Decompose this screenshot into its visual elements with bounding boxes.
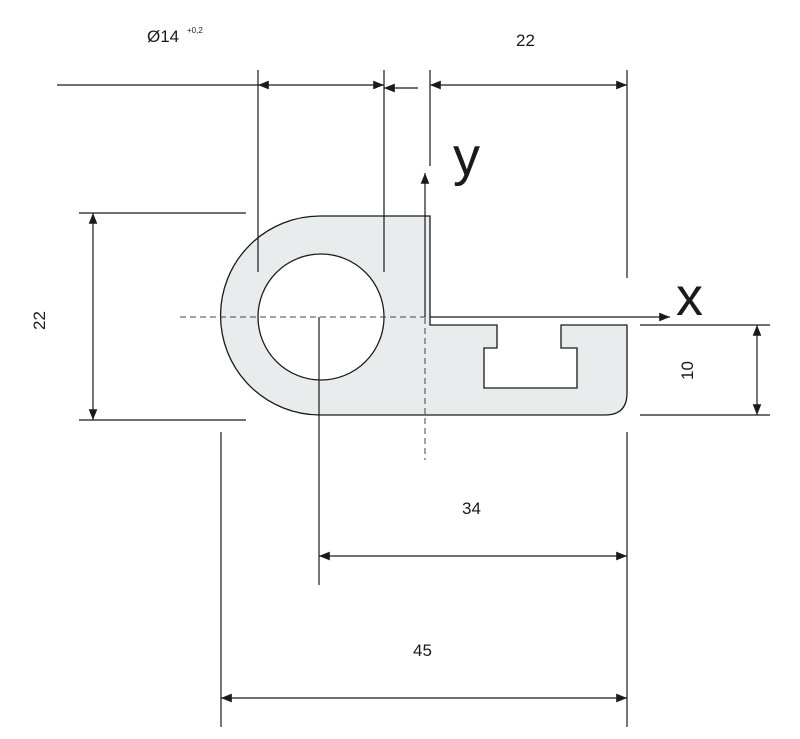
- y-axis-label: y: [453, 127, 480, 187]
- diameter-label: Ø14: [147, 27, 179, 46]
- overall-width-label: 45: [413, 641, 432, 660]
- left-height-label: 22: [30, 311, 49, 330]
- center-to-right-label: 34: [462, 499, 481, 518]
- diameter-tolerance: +0,2: [187, 26, 203, 35]
- top-width-label: 22: [516, 31, 535, 50]
- slot-height-label: 10: [678, 361, 697, 380]
- x-axis-label: x: [676, 267, 703, 327]
- profile-section: [219, 215, 628, 416]
